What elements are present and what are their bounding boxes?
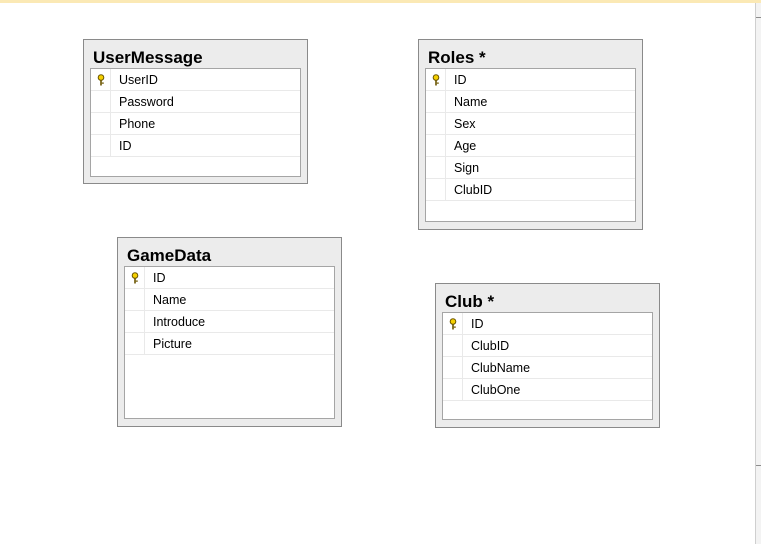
column-row[interactable]: Password — [91, 91, 300, 113]
column-grid: ID Name Sex Age Sign ClubID — [425, 68, 636, 222]
row-selector[interactable] — [91, 69, 111, 90]
column-name: Sign — [454, 161, 480, 175]
column-row[interactable]: Name — [426, 91, 635, 113]
table-usermessage[interactable]: UserMessage UserID Password Phone ID — [83, 39, 308, 184]
vertical-scrollbar[interactable] — [755, 3, 761, 544]
column-row[interactable]: ID — [125, 267, 334, 289]
column-row[interactable]: Age — [426, 135, 635, 157]
table-gamedata[interactable]: GameData ID Name Introduce Picture — [117, 237, 342, 427]
row-selector[interactable] — [91, 91, 111, 112]
row-selector[interactable] — [426, 113, 446, 134]
column-row[interactable]: ClubID — [426, 179, 635, 201]
row-selector[interactable] — [426, 135, 446, 156]
column-name: ID — [119, 139, 132, 153]
column-name: Phone — [119, 117, 156, 131]
primary-key-icon — [131, 272, 139, 284]
column-name: ClubOne — [471, 383, 521, 397]
primary-key-icon — [449, 318, 457, 330]
row-selector[interactable] — [426, 179, 446, 200]
table-club[interactable]: Club * ID ClubID ClubName ClubOne — [435, 283, 660, 428]
row-selector[interactable] — [443, 379, 463, 400]
row-selector[interactable] — [125, 333, 145, 354]
table-title: UserMessage — [93, 48, 203, 67]
column-name: ID — [471, 317, 484, 331]
column-name: ClubID — [471, 339, 510, 353]
top-strip — [0, 0, 761, 3]
row-selector[interactable] — [443, 313, 463, 334]
column-name: ID — [454, 73, 467, 87]
row-selector[interactable] — [125, 289, 145, 310]
column-row[interactable]: ClubName — [443, 357, 652, 379]
column-name: ClubID — [454, 183, 493, 197]
row-selector[interactable] — [125, 311, 145, 332]
table-title: Roles * — [428, 48, 486, 67]
column-row[interactable]: ID — [426, 69, 635, 91]
column-name: Age — [454, 139, 477, 153]
table-roles[interactable]: Roles * ID Name Sex Age Sign — [418, 39, 643, 230]
column-name: UserID — [119, 73, 158, 87]
row-selector[interactable] — [426, 91, 446, 112]
column-row[interactable]: UserID — [91, 69, 300, 91]
column-name: Sex — [454, 117, 476, 131]
primary-key-icon — [432, 74, 440, 86]
row-selector[interactable] — [91, 135, 111, 156]
column-row[interactable]: Picture — [125, 333, 334, 355]
column-row[interactable]: ID — [91, 135, 300, 157]
column-row[interactable]: ID — [443, 313, 652, 335]
column-row[interactable]: Phone — [91, 113, 300, 135]
column-name: Picture — [153, 337, 192, 351]
scroll-marker — [756, 17, 761, 18]
column-row[interactable]: ClubID — [443, 335, 652, 357]
column-grid: ID ClubID ClubName ClubOne — [442, 312, 653, 420]
column-grid: UserID Password Phone ID — [90, 68, 301, 177]
column-name: Password — [119, 95, 174, 109]
row-selector[interactable] — [426, 69, 446, 90]
column-name: ID — [153, 271, 166, 285]
column-name: Introduce — [153, 315, 206, 329]
row-selector[interactable] — [443, 357, 463, 378]
scroll-marker — [756, 465, 761, 466]
row-selector[interactable] — [125, 267, 145, 288]
column-name: ClubName — [471, 361, 531, 375]
table-title: GameData — [127, 246, 212, 265]
column-row[interactable]: Name — [125, 289, 334, 311]
column-grid: ID Name Introduce Picture — [124, 266, 335, 419]
column-name: Name — [454, 95, 488, 109]
table-title: Club * — [445, 292, 495, 311]
row-selector[interactable] — [426, 157, 446, 178]
row-selector[interactable] — [443, 335, 463, 356]
primary-key-icon — [97, 74, 105, 86]
column-row[interactable]: Introduce — [125, 311, 334, 333]
column-name: Name — [153, 293, 187, 307]
row-selector[interactable] — [91, 113, 111, 134]
column-row[interactable]: Sign — [426, 157, 635, 179]
column-row[interactable]: ClubOne — [443, 379, 652, 401]
column-row[interactable]: Sex — [426, 113, 635, 135]
